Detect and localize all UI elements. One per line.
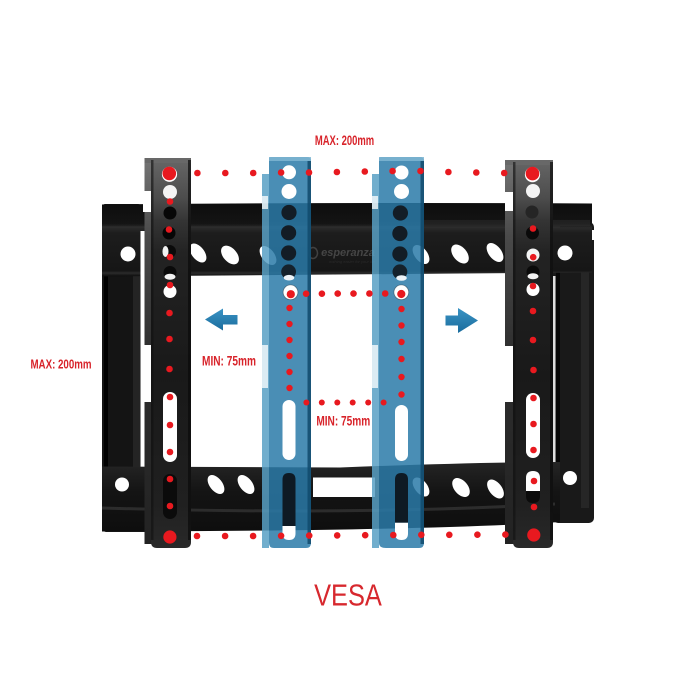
svg-text:MIN: 75mm: MIN: 75mm — [316, 413, 370, 429]
svg-text:MAX: 200mm: MAX: 200mm — [315, 134, 374, 149]
svg-text:esperanza: esperanza — [321, 247, 375, 259]
svg-text:MIN: 75mm: MIN: 75mm — [202, 353, 256, 369]
svg-text:VESA: VESA — [314, 578, 382, 613]
svg-text:nothing easier for your life: nothing easier for your life — [329, 259, 376, 264]
svg-text:MAX: 200mm: MAX: 200mm — [30, 359, 91, 372]
